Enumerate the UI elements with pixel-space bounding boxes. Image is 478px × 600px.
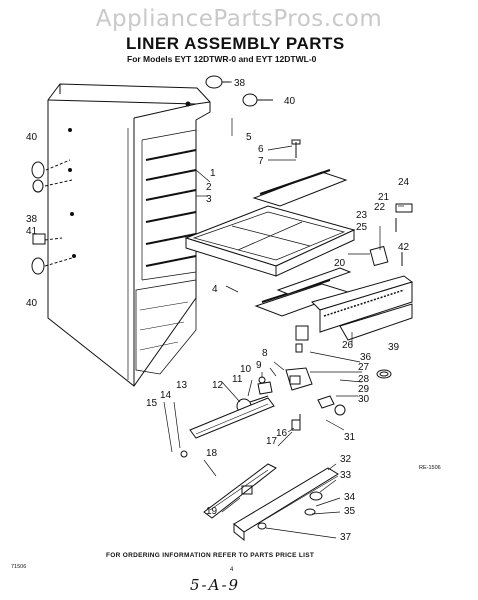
leader-lines	[163, 81, 404, 539]
callout-35: 35	[344, 506, 356, 517]
callout-31: 31	[344, 432, 356, 443]
callout-32: 32	[340, 454, 352, 465]
page-mark: 4	[230, 567, 234, 573]
diagram-subtitle: For Models EYT 12DTWR-0 and EYT 12DTWL-0	[127, 54, 317, 64]
callout-21: 21	[378, 192, 390, 203]
callout-labels: 38 40 5 6 7 1 2 3 40 38 41 40 4 24 21 22…	[26, 78, 410, 543]
ordering-note: FOR ORDERING INFORMATION REFER TO PARTS …	[106, 552, 315, 559]
left-code: 71506	[11, 564, 27, 570]
left-side-parts	[31, 159, 73, 275]
callout-19: 19	[206, 506, 218, 517]
watermark: AppliancePartsPros.com	[95, 6, 383, 32]
callout-13: 13	[176, 380, 188, 391]
callout-28: 28	[358, 374, 370, 385]
light-thermostat-assembly	[180, 367, 346, 458]
callout-16: 16	[276, 428, 288, 439]
callout-2: 2	[206, 182, 212, 193]
callout-8: 8	[262, 348, 268, 359]
callout-24: 24	[398, 177, 410, 188]
callout-23: 23	[356, 210, 368, 221]
diagram-code: RE-1506	[419, 465, 441, 471]
callout-14: 14	[160, 390, 172, 401]
liner-cabinet	[47, 83, 211, 387]
handwritten-note: 5-A-9	[190, 576, 241, 594]
lower-trim-32	[233, 467, 339, 542]
callout-37: 37	[340, 532, 352, 543]
callout-36: 36	[360, 352, 372, 363]
callout-40: 40	[26, 298, 38, 309]
callout-26: 26	[342, 340, 354, 351]
callout-27: 27	[358, 362, 370, 373]
callout-29: 29	[358, 384, 370, 395]
callout-40: 40	[284, 96, 296, 107]
callout-30: 30	[358, 394, 370, 405]
callout-22: 22	[374, 202, 386, 213]
callout-20: 20	[334, 258, 346, 269]
control-panel	[311, 203, 414, 341]
callout-34: 34	[344, 492, 356, 503]
lower-trim-18	[203, 463, 277, 519]
callout-18: 18	[206, 448, 218, 459]
callout-38: 38	[234, 78, 246, 89]
diagram-title: LINER ASSEMBLY PARTS	[126, 34, 345, 53]
callout-15: 15	[146, 398, 158, 409]
damper-parts	[295, 325, 392, 379]
shelf-assembly	[184, 139, 356, 317]
callout-4: 4	[212, 284, 218, 295]
callout-33: 33	[340, 470, 352, 481]
callout-42: 42	[398, 242, 410, 253]
callout-1: 1	[210, 168, 216, 179]
callout-7: 7	[258, 156, 264, 167]
callout-10: 10	[240, 364, 252, 375]
callout-5: 5	[246, 132, 252, 143]
callout-25: 25	[356, 222, 368, 233]
callout-3: 3	[206, 194, 212, 205]
callout-41: 41	[26, 226, 38, 237]
callout-6: 6	[258, 144, 264, 155]
callout-17: 17	[266, 436, 278, 447]
callout-12: 12	[212, 380, 224, 391]
callout-9: 9	[256, 360, 262, 371]
callout-40: 40	[26, 132, 38, 143]
callout-39: 39	[388, 342, 400, 353]
callout-11: 11	[232, 374, 243, 385]
callout-38: 38	[26, 214, 38, 225]
